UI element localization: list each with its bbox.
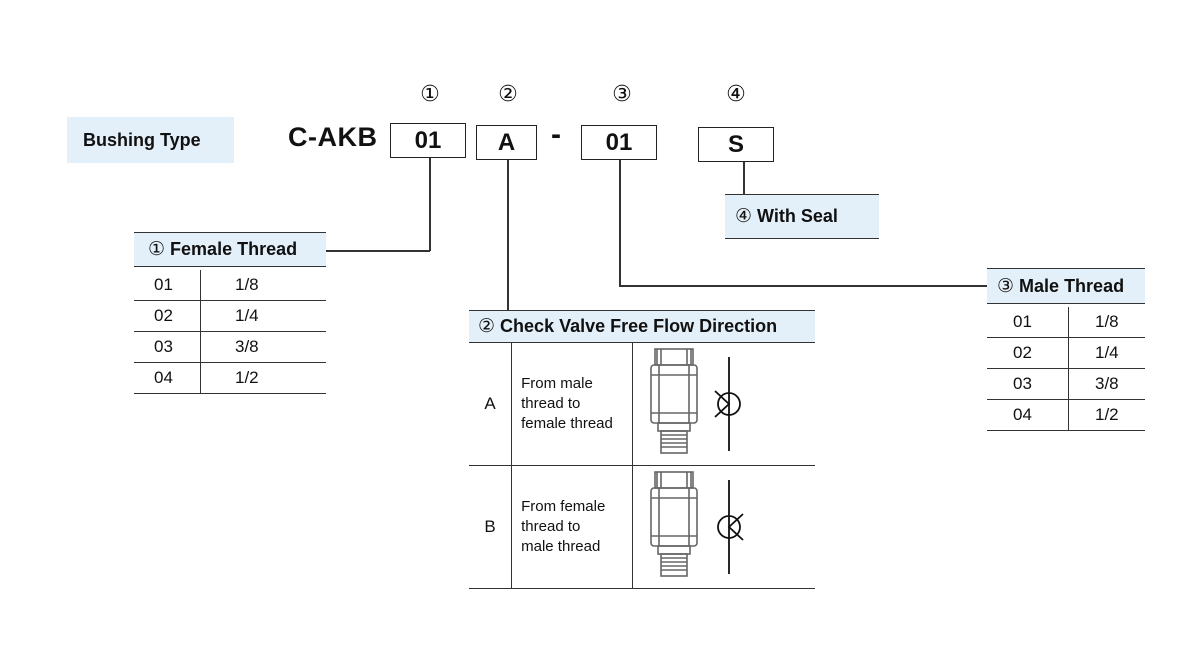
check-valve-code: B	[469, 465, 513, 589]
table-cell: 1/4	[1068, 337, 1145, 369]
check-valve-code: A	[469, 343, 513, 466]
seal-marker: ④	[735, 206, 753, 227]
code-box-check-valve: A	[476, 125, 537, 160]
table-cell: 04	[134, 362, 201, 394]
table-cell: 1/4	[200, 300, 326, 332]
description-line: female thread	[521, 415, 613, 432]
field-marker-2: ②	[498, 81, 518, 106]
check-valve-title: Check Valve Free Flow Direction	[500, 316, 778, 336]
table-cell: 03	[987, 368, 1069, 400]
field-marker-4: ④	[726, 81, 746, 106]
female-thread-title: Female Thread	[170, 239, 298, 259]
check-valve-header: ② Check Valve Free Flow Direction	[469, 310, 815, 343]
code-box-seal: S	[698, 127, 774, 162]
check-valve-description: From female thread to male thread	[511, 465, 633, 589]
male-thread-header: ③ Male Thread	[987, 268, 1145, 304]
table-row: A From male thread to female thread	[469, 343, 815, 466]
field-marker-1: ①	[420, 81, 440, 106]
check-valve-marker: ②	[478, 316, 496, 337]
check-valve-table: A From male thread to female thread	[469, 343, 815, 589]
leader-line-3-vertical	[619, 160, 621, 286]
check-valve-illustration-a	[632, 343, 815, 466]
leader-line-1-vertical	[429, 158, 431, 251]
table-cell: 1/8	[200, 270, 326, 301]
description-line: thread to	[521, 395, 581, 412]
female-thread-marker: ①	[148, 239, 166, 260]
table-cell: 01	[134, 270, 201, 301]
table-row: B From female thread to male thread	[469, 465, 815, 589]
description-line: From female	[521, 498, 606, 515]
code-box-male-thread: 01	[581, 125, 657, 160]
description-line: male thread	[521, 538, 601, 555]
table-cell: 04	[987, 399, 1069, 431]
table-cell: 1/2	[200, 362, 326, 394]
table-cell: 1/8	[1068, 307, 1145, 338]
table-cell: 01	[987, 307, 1069, 338]
leader-line-1-horizontal	[326, 250, 430, 252]
table-cell: 02	[134, 300, 201, 332]
bushing-type-badge: Bushing Type	[67, 117, 234, 163]
male-thread-marker: ③	[997, 275, 1015, 297]
leader-line-3-horizontal	[619, 285, 987, 287]
description-line: thread to	[521, 518, 581, 535]
table-cell: 1/2	[1068, 399, 1145, 431]
model-prefix: C-AKB	[288, 122, 378, 152]
check-valve-description: From male thread to female thread	[511, 343, 633, 466]
leader-line-2-vertical	[507, 160, 509, 310]
leader-line-4-vertical	[743, 162, 745, 195]
table-cell: 02	[987, 337, 1069, 369]
table-cell: 3/8	[1068, 368, 1145, 400]
bushing-valve-drawing	[650, 348, 741, 454]
table-cell: 3/8	[200, 331, 326, 363]
female-thread-header: ① Female Thread	[134, 232, 326, 267]
male-thread-title: Male Thread	[1019, 275, 1125, 296]
seal-title: With Seal	[757, 206, 838, 226]
bushing-valve-drawing	[650, 471, 744, 577]
description-line: From male	[521, 375, 593, 392]
table-cell: 03	[134, 331, 201, 363]
seal-header: ④ With Seal	[725, 194, 879, 239]
code-box-female-thread: 01	[390, 123, 466, 158]
code-separator: -	[551, 118, 561, 151]
field-marker-3: ③	[612, 81, 632, 106]
check-valve-illustration-b	[632, 465, 815, 589]
